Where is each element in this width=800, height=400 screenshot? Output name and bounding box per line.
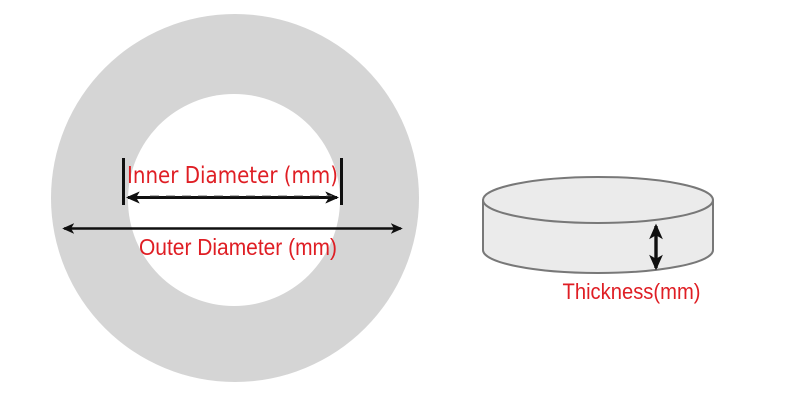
outer-diameter-label: Outer Diameter (mm) <box>139 234 337 260</box>
inner-diameter-label: Inner Diameter (mm) <box>127 163 338 189</box>
ring-inner-hole <box>128 94 340 306</box>
disc-top-face <box>482 176 714 224</box>
thickness-label: Thickness(mm) <box>563 279 701 304</box>
ring-figure: Inner Diameter (mm) Outer Diameter (mm) <box>51 14 419 382</box>
disc-figure: Thickness(mm) <box>482 176 714 304</box>
